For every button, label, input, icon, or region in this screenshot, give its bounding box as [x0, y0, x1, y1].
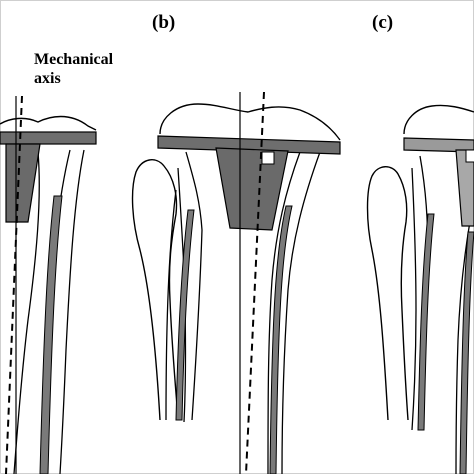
panel-b-keel — [215, 147, 289, 231]
panel-b-fibula-shaft-line — [165, 189, 177, 421]
panel-b — [131, 91, 341, 474]
panel-c-cortex-strip-right — [459, 231, 474, 474]
panel-a-plateau-outline — [0, 115, 97, 131]
panel-b-cortex-strip-left — [175, 209, 195, 421]
panel-a-tibia-right-edge — [59, 149, 85, 474]
panel-c-tibial-tray — [403, 137, 474, 153]
mechanical-axis-caption: Mechanical axis — [34, 50, 113, 88]
panel-a-mechanical-axis — [5, 95, 23, 474]
panel-b-tibia-right-outer — [281, 151, 321, 474]
panel-b-fibula — [131, 159, 179, 421]
panel-c-plateau-outline — [403, 104, 474, 135]
panel-c-label: (c) — [372, 12, 394, 33]
panel-a-keel — [5, 143, 41, 223]
panel-a — [0, 95, 97, 474]
caption-line-2: axis — [34, 70, 61, 87]
panel-b-cortex-strip-right — [269, 205, 293, 474]
panel-b-tibial-tray — [157, 135, 341, 155]
panel-b-tibia-left-edge — [185, 151, 203, 421]
panel-a-tibia-left-edge — [13, 151, 40, 474]
panel-b-mechanical-axis — [245, 91, 265, 474]
panel-b-plateau-outline — [159, 103, 341, 141]
panel-c — [366, 104, 474, 474]
panel-b-label: (b) — [152, 12, 176, 33]
panel-a-cortex-strip — [39, 195, 63, 474]
panel-a-tibial-tray — [0, 131, 97, 145]
panel-c-fibula — [366, 166, 409, 421]
panel-b-tibia-right-edge — [267, 151, 301, 474]
caption-line-1: Mechanical — [34, 51, 114, 68]
panel-b-keel-notch — [261, 151, 275, 165]
panel-c-tibia-left-inner — [411, 167, 417, 431]
panel-c-keel-notch — [465, 149, 474, 163]
panel-c-cortex-strip-left — [417, 213, 435, 431]
